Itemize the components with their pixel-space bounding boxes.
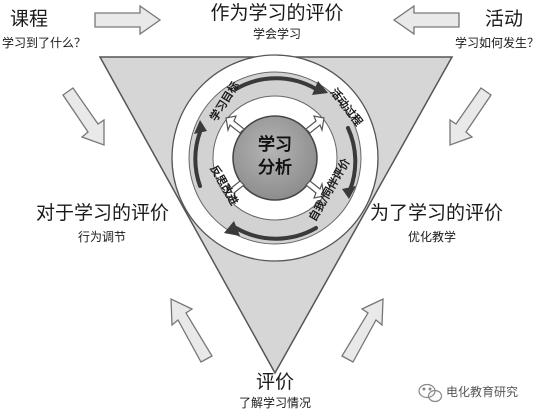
corner-top-right-title: 活动 bbox=[485, 8, 524, 30]
outer-arrows bbox=[62, 4, 492, 363]
arrow-bottom-right bbox=[341, 297, 384, 363]
cycle-arrow-top bbox=[234, 76, 318, 91]
arrowhead-right bbox=[342, 186, 356, 199]
watermark-text: 电化教育研究 bbox=[446, 385, 519, 399]
right-subtitle: 优化教学 bbox=[408, 230, 457, 244]
arrowhead-top bbox=[312, 81, 328, 95]
cycle-arrowheads bbox=[194, 81, 356, 236]
cycle-arrows bbox=[193, 76, 358, 241]
hub-label-line2: 分析 bbox=[258, 158, 292, 178]
inner-arrow-br bbox=[305, 180, 325, 199]
corner-top-right-subtitle: 学习如何发生？ bbox=[455, 36, 540, 50]
wechat-icon bbox=[418, 383, 443, 403]
cycle-arrow-left bbox=[193, 130, 202, 188]
bottom-title: 评价 bbox=[255, 371, 295, 393]
corner-top-left-title: 课程 bbox=[10, 8, 49, 30]
arrow-bottom-left bbox=[170, 297, 213, 363]
hub-circle bbox=[232, 115, 318, 201]
corner-top-left-subtitle: 学习到了什么？ bbox=[2, 36, 87, 50]
arrowhead-left bbox=[194, 120, 207, 134]
arrowhead-bottom bbox=[224, 221, 240, 236]
left-subtitle: 行为调节 bbox=[78, 230, 127, 244]
cycle-arrow-right bbox=[346, 126, 358, 192]
top-subtitle: 学会学习 bbox=[252, 27, 302, 41]
hub-label-line1: 学习 bbox=[258, 135, 292, 155]
left-title: 对于学习的评价 bbox=[36, 202, 170, 224]
inner-arrow-tl bbox=[225, 115, 245, 134]
inner-arrow-bl bbox=[225, 180, 245, 199]
arrow-top-left bbox=[94, 4, 162, 36]
right-title: 为了学习的评价 bbox=[370, 202, 504, 224]
cycle-arrow-bottom bbox=[234, 226, 318, 241]
inner-arrows bbox=[225, 115, 325, 199]
bottom-subtitle: 了解学习情况 bbox=[238, 396, 312, 410]
arrow-top-right bbox=[392, 4, 460, 36]
arrow-left-side bbox=[62, 87, 105, 146]
top-title: 作为学习的评价 bbox=[210, 2, 344, 24]
inner-arrow-tr bbox=[305, 115, 325, 134]
arrow-right-side bbox=[449, 87, 492, 146]
